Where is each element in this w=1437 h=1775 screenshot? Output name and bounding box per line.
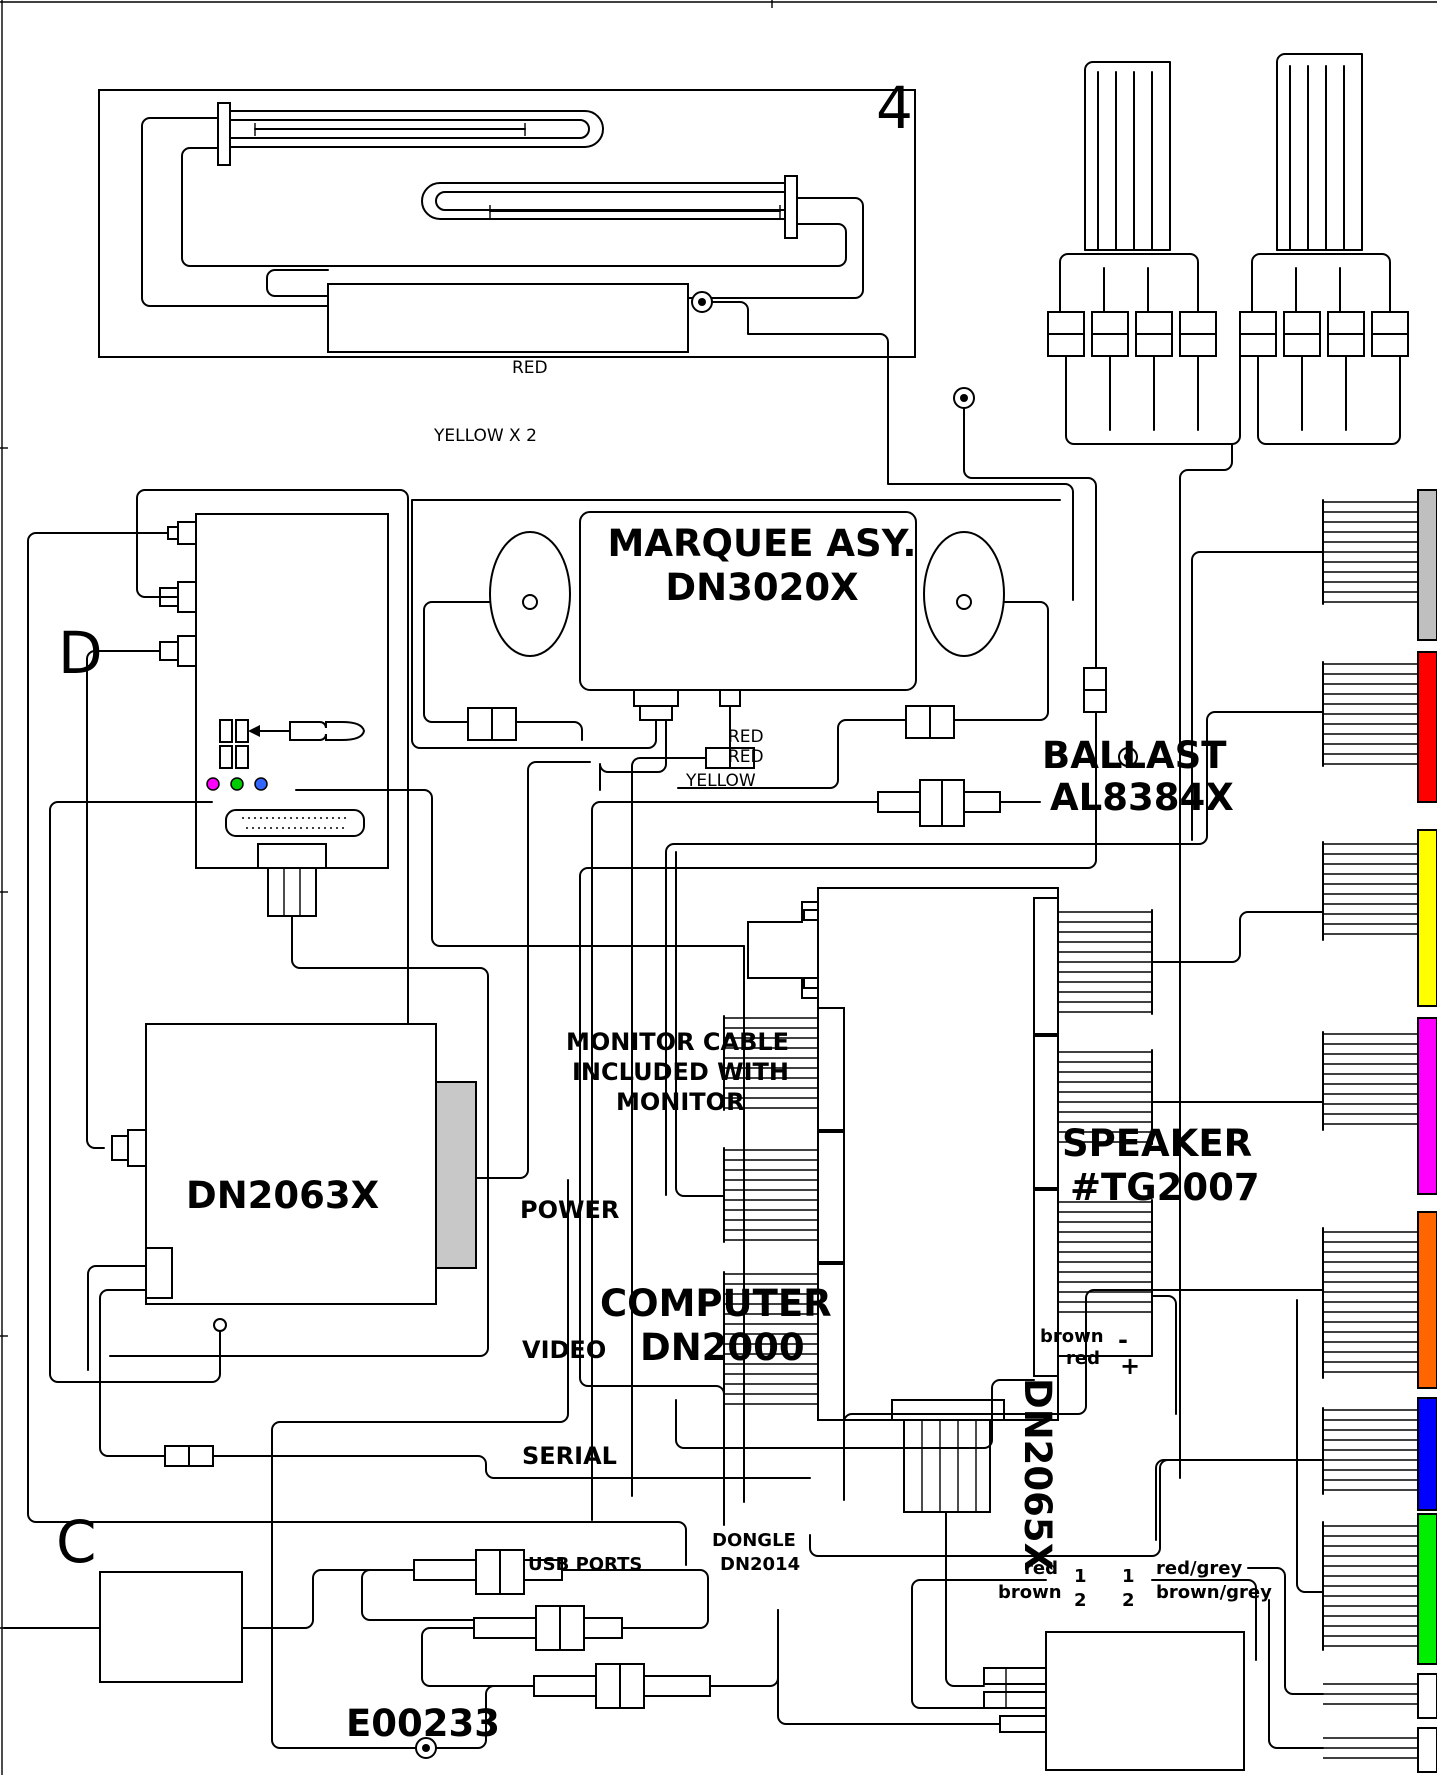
power-supply-unit [983,1631,1245,1771]
connector-bank-yellow [1322,829,1437,1007]
connector-bank-green [1322,1513,1437,1665]
indicator-dot-green [230,777,244,791]
terminal-label-brown-grey: brown/grey [1156,1582,1272,1603]
marquee-title-line2: DN3020X [665,566,858,609]
terminal-label-plus: + [1120,1352,1140,1380]
speaker-title-line1: SPEAKER [1062,1122,1252,1165]
marquee-title-line1: MARQUEE ASY. [608,522,917,565]
indicator-dot-blue [254,777,268,791]
button-harness-left [1047,61,1241,445]
speaker-right-icon [923,531,1005,657]
corner-label-d: D [58,619,103,687]
monitor-cable-line1: MONITOR CABLE [566,1028,789,1056]
io-board [159,513,389,917]
dongle-label-line1: DONGLE [712,1530,796,1551]
speaker-title-line2: #TG2007 [1070,1166,1260,1209]
terminal-label-brown-left: brown [998,1582,1062,1603]
ballast-title-line2: AL8384X [1050,776,1234,819]
indicator-dot-magenta [206,777,220,791]
terminal-label-pin2-b: 2 [1122,1590,1135,1611]
terminal-label-pin2-a: 2 [1074,1590,1087,1611]
button-harness-right [1239,53,1409,445]
connector-bank-magenta [1322,1017,1437,1195]
cable-label-video: VIDEO [522,1336,606,1364]
connector-bank-red [1322,651,1437,803]
cable-label-serial: SERIAL [522,1442,617,1470]
computer-dn2000 [723,887,1153,1513]
usb-connector-2 [473,1605,623,1651]
terminal-label-brown: brown [1040,1326,1104,1347]
terminal-label-minus: - [1118,1326,1128,1354]
terminal-label-red-left: red [1024,1558,1058,1579]
corner-label-c: C [56,1508,97,1576]
wire-label-red-1: RED [728,727,764,747]
monitor-cable-line2: INCLUDED WITH [572,1058,789,1086]
terminal-label-pin1-a: 1 [1074,1566,1087,1587]
module-c-box [99,1571,243,1683]
dn2063x-label: DN2063X [186,1174,379,1217]
terminal-label-red-grey: red/grey [1156,1558,1243,1579]
dn2065x-label: DN2065X [1016,1378,1059,1571]
ballast-connector [877,747,1138,827]
ground-lug-e00233-icon [415,1737,437,1759]
wire-label-red: RED [512,358,548,378]
usb-connector-3 [533,1663,711,1709]
terminal-label-red: red [1066,1348,1100,1369]
connector-bank-orange [1322,1211,1437,1389]
corner-label-4: 4 [876,74,913,142]
fluorescent-lamp-assembly: 4 [98,74,916,358]
ballast-title-line1: BALLAST [1042,734,1227,777]
computer-title-line1: COMPUTER [600,1282,832,1325]
speaker-left-icon [489,531,571,657]
wire-label-yellow-x2: YELLOW X 2 [433,426,537,446]
cable-label-power: POWER [520,1196,619,1224]
computer-title-line2: DN2000 [640,1326,805,1369]
usb-ports-label: USB PORTS [528,1554,642,1575]
marquee-assembly: MARQUEE ASY. DN3020X [579,511,917,721]
connector-bank-blue [1322,1397,1437,1511]
e00233-label: E00233 [346,1702,500,1745]
connector-bank-grey [1322,489,1437,641]
dn2063x-unit [111,1023,477,1332]
connector-small-bottom [1323,1673,1437,1773]
ground-lug-icon [953,387,1097,716]
terminal-label-pin1-b: 1 [1122,1566,1135,1587]
dongle-label-line2: DN2014 [720,1554,800,1575]
wire-label-yellow: YELLOW [685,771,756,791]
wire-label-red-2: RED [728,747,764,767]
monitor-cable-line3: MONITOR [616,1088,745,1116]
